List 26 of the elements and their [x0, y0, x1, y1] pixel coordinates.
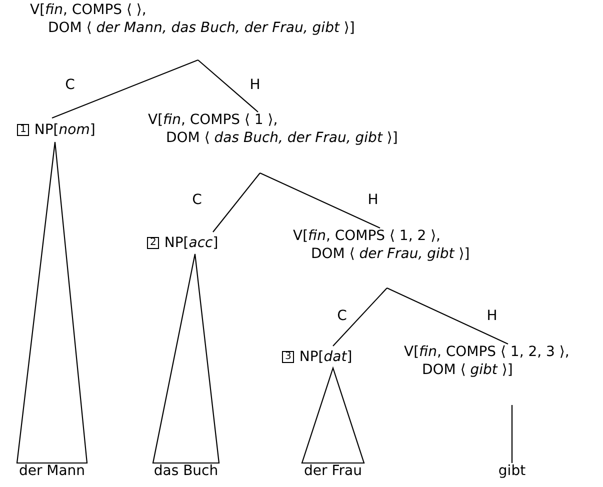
triangle-roof — [16, 141, 88, 464]
tree-branch — [212, 172, 260, 232]
node-label-line: der Frau — [304, 463, 362, 479]
node-label-line: DOM ⟨ gibt ⟩] — [421, 362, 513, 378]
node-label-line: V[fin, COMPS ⟨ 1 ⟩, — [148, 112, 278, 128]
triangle-roof — [152, 253, 220, 464]
tree-branch — [52, 59, 198, 119]
node-label-line: gibt — [498, 463, 526, 479]
node-label-line: NP[nom] — [34, 122, 96, 138]
triangle-roof — [301, 366, 365, 464]
node-label-line: V[fin, COMPS ⟨ 1, 2 ⟩, — [293, 228, 441, 244]
tree-branch — [260, 172, 380, 228]
node-label-line: NP[dat] — [299, 349, 352, 365]
node-label-line: NP[acc] — [164, 235, 218, 251]
node-label-line: das Buch — [154, 463, 218, 479]
node-label-line: V[fin, COMPS ⟨ 1, 2, 3 ⟩, — [404, 344, 570, 360]
node-label-line: DOM ⟨ der Frau, gibt ⟩] — [310, 246, 470, 262]
node-label-line: DOM ⟨ der Mann, das Buch, der Frau, gibt ⟩] — [47, 20, 355, 36]
tree-branch — [198, 60, 258, 112]
node-label-line: der Mann — [18, 463, 86, 479]
tree-branch — [386, 288, 508, 344]
tree-branch — [511, 405, 513, 463]
tree-branch — [332, 288, 388, 346]
node-label-line: V[fin, COMPS ⟨ ⟩, — [30, 2, 146, 18]
node-label-line: DOM ⟨ das Buch, der Frau, gibt ⟩] — [165, 130, 398, 146]
tag-number: 1 — [17, 124, 30, 136]
